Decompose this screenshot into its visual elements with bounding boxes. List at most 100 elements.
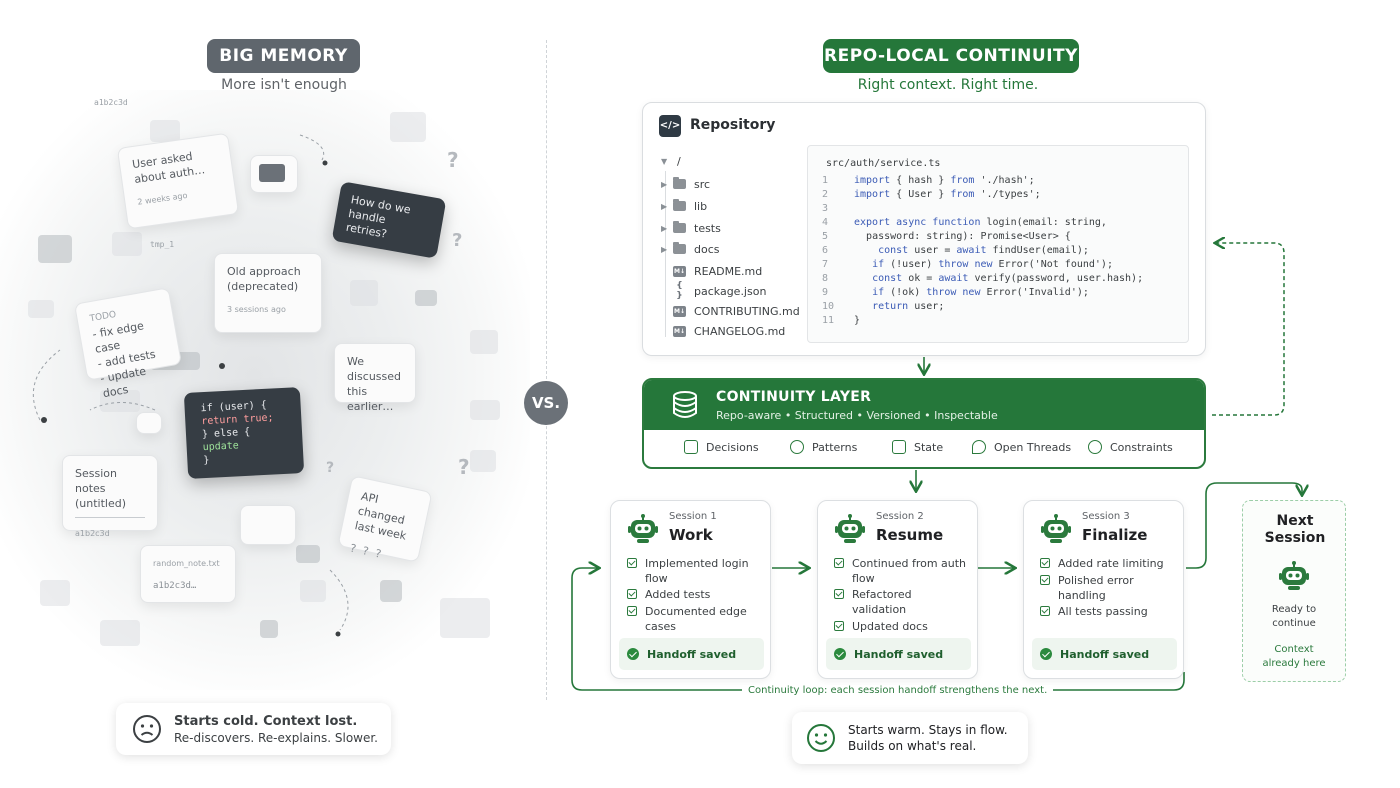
scribble-line [75, 517, 145, 518]
tree-label: tests [694, 221, 721, 235]
hash-label: a1b2c3d [94, 98, 128, 107]
check-icon [1040, 558, 1050, 568]
tree-label: CHANGELOG.md [694, 324, 786, 338]
check-circle-icon [1040, 648, 1052, 660]
markdown-icon: M↓ [673, 305, 686, 317]
session-item-text: Implemented login flow [645, 557, 749, 585]
scrap-text: We discussed this earlier… [347, 355, 402, 413]
session-label: Session 3 [1082, 511, 1130, 522]
ghost-fragment [415, 290, 437, 306]
session-title: Resume [876, 526, 944, 544]
tree-file-changelog[interactable]: M↓ CHANGELOG.md [661, 321, 785, 341]
session-item-text: Polished error handling [1058, 574, 1134, 602]
continuity-title: REPO-LOCAL CONTINUITY [823, 39, 1079, 73]
repository-title: Repository [690, 117, 776, 133]
tree-file-contributing[interactable]: M↓ CONTRIBUTING.md [661, 301, 800, 321]
tree-guide [665, 171, 666, 337]
session-item-text: Added tests [645, 588, 711, 601]
layer-item-label: Open Threads [994, 440, 1072, 454]
ghost-fragment [28, 300, 54, 318]
robot-icon [1279, 561, 1309, 590]
check-circle-icon [834, 648, 846, 660]
constraints-icon [1088, 440, 1102, 454]
tmp-file-label: tmp_1 [150, 240, 175, 249]
session-card-3: Session 3 Finalize Added rate limiting P… [1023, 500, 1184, 679]
file-icon [259, 164, 285, 182]
check-icon [834, 558, 844, 568]
tree-file-readme[interactable]: M↓ README.md [661, 261, 762, 281]
line-number: 8 [822, 273, 829, 284]
ghost-fragment [470, 400, 500, 420]
check-icon [627, 589, 637, 599]
robot-icon [628, 514, 658, 543]
code-text: return user; [872, 301, 945, 312]
big-memory-subtitle: More isn't enough [221, 77, 347, 93]
code-text: if (!user) throw new Error('Not found'); [872, 259, 1113, 270]
code-line: 7 if (!user) throw new Error('Not found'… [822, 258, 1113, 272]
ghost-fragment [380, 580, 402, 602]
vs-badge: VS. [524, 381, 568, 425]
happy-face-icon [807, 724, 835, 752]
ghost-fragment [100, 390, 140, 412]
folder-icon [673, 221, 686, 233]
code-line: 2 import { User } from './types'; [822, 188, 1041, 202]
question-mark-icon: ? [447, 148, 459, 172]
code-text: if (!ok) throw new Error('Invalid'); [872, 287, 1089, 298]
tree-file-package[interactable]: { } package.json [661, 281, 766, 301]
question-mark-icon: ? [326, 460, 335, 476]
code-line: 6 const user = await findUser(email); [822, 244, 1089, 258]
scrap-text: Old approach (deprecated) [227, 265, 301, 293]
ghost-fragment [150, 120, 180, 142]
scrap-meta: a1b2c3d [75, 529, 110, 538]
code-line: 9 if (!ok) throw new Error('Invalid'); [822, 286, 1089, 300]
tree-label: package.json [694, 284, 767, 298]
line-number: 4 [822, 217, 829, 228]
tree-folder-tests[interactable]: ▶ tests [661, 218, 721, 238]
code-line: 8 const ok = await verify(password, user… [822, 272, 1143, 286]
next-session-title: Next Session [1264, 513, 1326, 546]
json-icon: { } [676, 281, 683, 301]
check-circle-icon [627, 648, 639, 660]
check-icon [627, 606, 637, 616]
next-session-card: Next Session Ready to continue Context a… [1242, 500, 1346, 682]
session-item: Implemented login flow [627, 556, 762, 586]
tree-folder-lib[interactable]: ▶ lib [661, 196, 707, 216]
continuity-layer-title: CONTINUITY LAYER [716, 389, 872, 405]
line-number: 11 [822, 315, 835, 326]
tree-folder-src[interactable]: ▶ src [661, 174, 710, 194]
code-text: password: string): Promise<User> { [866, 231, 1071, 242]
session-label: Session 2 [876, 511, 924, 522]
line-number: 2 [822, 189, 829, 200]
layer-item-patterns: Patterns [790, 440, 857, 454]
caret-right-icon: ▶ [661, 201, 668, 211]
handoff-badge: Handoff saved [1032, 638, 1177, 670]
ghost-fragment [350, 280, 378, 306]
ghost-fragment [40, 580, 70, 606]
tree-folder-docs[interactable]: ▶ docs [661, 239, 720, 259]
status-line-1: Starts cold. Context lost. [174, 713, 358, 729]
tree-label: src [694, 177, 711, 191]
scrap-meta: random_note.txt [153, 559, 220, 568]
ghost-fragment [470, 450, 496, 472]
session-item-text: All tests passing [1058, 605, 1148, 618]
continuity-layer: CONTINUITY LAYER Repo-aware • Structured… [642, 378, 1206, 469]
ghost-fragment [300, 580, 326, 602]
handoff-label: Handoff saved [1060, 647, 1150, 661]
ghost-fragment [296, 545, 320, 563]
tree-label: CONTRIBUTING.md [694, 304, 800, 318]
handoff-badge: Handoff saved [619, 638, 764, 670]
markdown-icon: M↓ [673, 325, 686, 337]
tree-root[interactable]: ▼ / [661, 151, 681, 171]
scrap-meta: 3 sessions ago [227, 305, 286, 314]
session-item-text: Refactored validation [852, 588, 912, 616]
session-item-text: Documented edge cases [645, 605, 747, 633]
code-text: import { User } from './types'; [854, 189, 1041, 200]
ghost-fragment [440, 598, 490, 638]
session-item: Polished error handling [1040, 573, 1175, 603]
status-line-1: Starts warm. Stays in flow. [848, 723, 1008, 737]
tree-label: lib [694, 199, 708, 213]
memory-scrap-old-approach: Old approach (deprecated) 3 sessions ago [214, 253, 322, 333]
session-item-text: Continued from auth flow [852, 557, 967, 585]
